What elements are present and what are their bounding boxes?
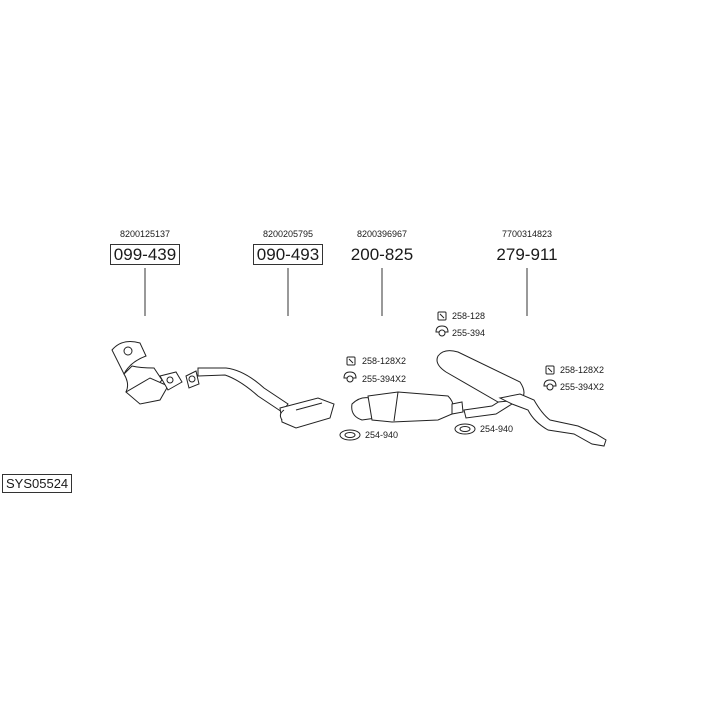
rubber-mount-icons xyxy=(346,311,555,375)
clamp-icon-2 xyxy=(435,325,449,337)
accessory-rear-upper-2[interactable]: 255-394 xyxy=(452,328,486,338)
oem-number-3: 8200396967 xyxy=(356,229,408,239)
band-clamp-icon-2 xyxy=(454,423,476,435)
part-number-2-text: 090-493 xyxy=(252,244,324,265)
middle-silencer xyxy=(351,391,464,423)
part-number-4[interactable]: 279-911 xyxy=(496,245,558,264)
intermediate-pipe xyxy=(185,367,335,429)
part-number-3[interactable]: 200-825 xyxy=(350,245,414,264)
accessory-rear-side-2[interactable]: 255-394X2 xyxy=(560,382,605,392)
accessory-middle-upper-2[interactable]: 255-394X2 xyxy=(362,374,407,384)
accessory-middle-clamp[interactable]: 254-940 xyxy=(365,430,399,440)
system-code: SYS05524 xyxy=(2,474,73,493)
rear-silencer xyxy=(436,350,607,447)
band-clamp-icon-1 xyxy=(339,429,361,441)
part-number-1-text: 099-439 xyxy=(109,244,181,265)
clamp-icons xyxy=(339,325,557,441)
clamp-icon-1 xyxy=(343,371,357,383)
oem-number-1: 8200125137 xyxy=(119,229,171,239)
accessory-middle-upper-1[interactable]: 258-128X2 xyxy=(362,356,407,366)
accessory-rear-upper-1[interactable]: 258-128 xyxy=(452,311,486,321)
part-number-1[interactable]: 099-439 xyxy=(90,244,200,265)
oem-number-2: 8200205795 xyxy=(262,229,314,239)
rubber-mount-icon-1 xyxy=(346,356,356,366)
oem-number-4: 7700314823 xyxy=(501,229,553,239)
front-pipe-catalyst xyxy=(111,341,183,405)
leader-lines xyxy=(144,268,528,316)
accessory-rear-side-1[interactable]: 258-128X2 xyxy=(560,365,605,375)
rubber-mount-icon-2 xyxy=(437,311,447,321)
rubber-mount-icon-3 xyxy=(545,365,555,375)
accessory-rear-clamp[interactable]: 254-940 xyxy=(480,424,514,434)
part-number-2[interactable]: 090-493 xyxy=(233,244,343,265)
clamp-icon-3 xyxy=(543,379,557,391)
